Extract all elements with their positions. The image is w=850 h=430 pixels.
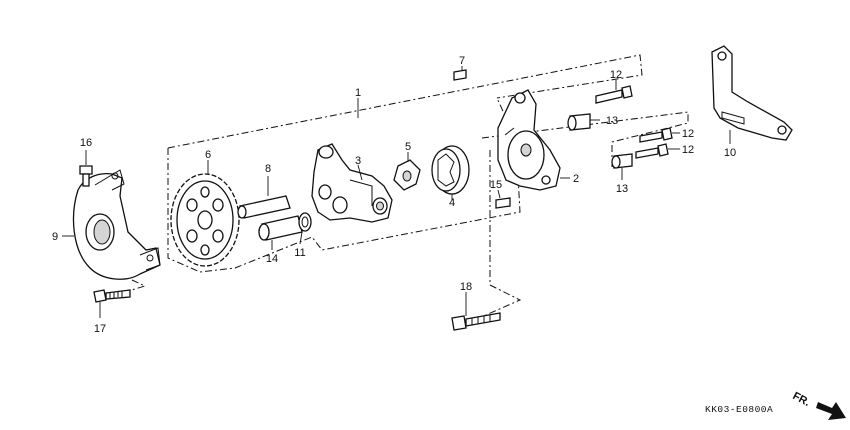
callout-8: 8 bbox=[265, 163, 271, 175]
pump-group-top-outline bbox=[167, 54, 643, 149]
pump-cover bbox=[497, 89, 561, 191]
callout-1: 1 bbox=[355, 87, 361, 99]
front-label: FR. bbox=[791, 390, 812, 409]
callout-9: 9 bbox=[52, 231, 58, 243]
callout-17: 17 bbox=[94, 323, 106, 335]
callout-2: 2 bbox=[573, 173, 579, 185]
callout-11: 11 bbox=[294, 247, 305, 259]
callout-12-top: 12 bbox=[610, 69, 622, 81]
bolt17-outline bbox=[104, 279, 147, 299]
front-arrow-icon bbox=[816, 402, 846, 420]
callout-6: 6 bbox=[205, 149, 211, 161]
callout-13-low: 13 bbox=[616, 183, 628, 195]
collar-13-top bbox=[567, 113, 600, 131]
callout-14: 14 bbox=[266, 253, 278, 265]
callout-3: 3 bbox=[355, 155, 361, 167]
collar-13-low bbox=[611, 153, 633, 180]
callout-12-low: 12 bbox=[682, 144, 694, 156]
callout-labels: 1 2 3 4 5 6 7 8 9 10 11 12 12 12 13 13 1… bbox=[52, 55, 736, 335]
bracket bbox=[711, 45, 793, 144]
outer-rotor bbox=[431, 145, 470, 200]
bolt-16 bbox=[79, 150, 93, 187]
pump-shaft bbox=[237, 176, 291, 219]
collar bbox=[258, 215, 303, 250]
driven-gear bbox=[170, 160, 240, 267]
bolt18-outline bbox=[469, 150, 522, 323]
callout-18: 18 bbox=[460, 281, 472, 293]
callout-7: 7 bbox=[459, 55, 465, 67]
pump-body bbox=[311, 143, 393, 223]
dowel-pin-7 bbox=[453, 66, 467, 81]
bolt-12-low bbox=[635, 143, 680, 159]
diagram-code: KK03-E0800A bbox=[705, 404, 773, 415]
inner-rotor bbox=[393, 152, 421, 191]
callout-15: 15 bbox=[490, 179, 502, 191]
bolt-12-top bbox=[595, 80, 633, 104]
callout-13-top: 13 bbox=[606, 115, 618, 127]
bolt-17 bbox=[93, 289, 131, 318]
bolt-group-outline bbox=[481, 111, 689, 168]
o-ring bbox=[298, 212, 312, 245]
callout-10: 10 bbox=[724, 147, 736, 159]
callout-16: 16 bbox=[80, 137, 92, 149]
callout-5: 5 bbox=[405, 141, 411, 153]
callout-4: 4 bbox=[449, 197, 455, 209]
bolt-12-mid bbox=[639, 127, 680, 143]
callout-12-mid: 12 bbox=[682, 128, 694, 140]
dowel-pin-15 bbox=[495, 189, 511, 209]
bolt-18 bbox=[451, 292, 501, 331]
front-direction-indicator: FR. bbox=[791, 390, 846, 420]
gear-cover bbox=[72, 169, 161, 280]
